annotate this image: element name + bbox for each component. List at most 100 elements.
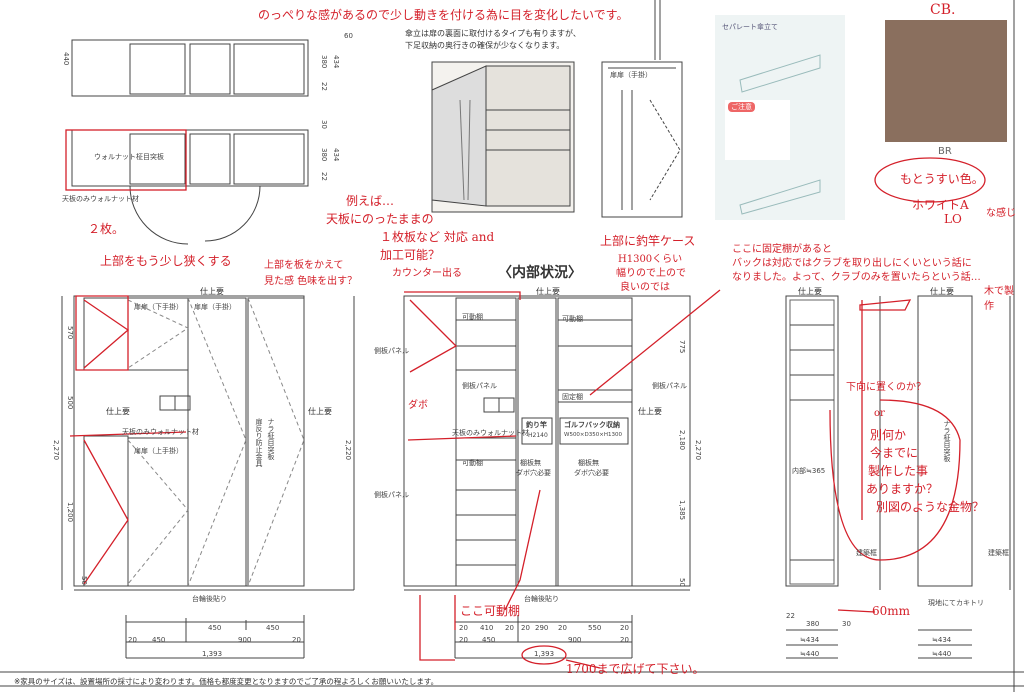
veneer-label: ナラ柾目突板	[267, 418, 275, 460]
handwritten-club-3: なりました。よって、クラブのみを置いたらという話…	[732, 272, 981, 283]
left-dim-20b: 20	[292, 636, 301, 644]
mid-dim-1385: 1,385	[678, 500, 686, 521]
left-dim-500: 500	[66, 396, 74, 410]
mid-dim-d: 20	[521, 624, 530, 632]
mid-dim-20b: 20	[620, 636, 629, 644]
handwritten-movable: ここ可動棚	[460, 604, 521, 618]
plan-dim-380: 380	[320, 55, 328, 69]
right-finish-2: 仕上要	[930, 287, 954, 296]
dowel-2: ダボ穴必要	[574, 469, 609, 477]
left-top-board: 天板のみウォルナット材	[122, 428, 199, 436]
plinth-2: 建築框	[988, 549, 1009, 557]
handwritten-or: or	[874, 408, 885, 419]
handwritten-down: 下向に置くのか？	[846, 382, 926, 393]
right-finish-1: 仕上要	[798, 287, 822, 296]
umbrella-note-1: 傘立は扉の裏面に取付けるタイプも有りますが、	[405, 29, 581, 38]
mid-dim-2270: 2,270	[694, 440, 702, 461]
left-finish-top: 仕上要	[200, 287, 224, 296]
right-dim-22: 22	[786, 612, 795, 620]
footer-note: ※家具のサイズは、設置場所の採寸により変わります。価格も都度変更となりますのでご…	[14, 677, 439, 686]
plan2-dim-380: 380	[320, 148, 328, 162]
handwritten-60mm: 60mm	[872, 604, 911, 618]
plan-top-label: 天板のみウォルナット材	[62, 195, 139, 203]
catalog-title: セパレート傘立て	[722, 23, 778, 31]
mid-dim-b: 410	[480, 624, 494, 632]
umbrella-note-2: 下足収納の奥行きの確保が少なくなります。	[405, 41, 565, 50]
right-dim-440b: ≒440	[932, 650, 952, 658]
handwritten-example: 例えば…	[346, 194, 395, 208]
left-dim-2220: 2,220	[344, 440, 352, 461]
mid-side-panel-2: 側板パネル	[462, 382, 497, 390]
handwritten-counter: カウンター出る	[392, 268, 462, 279]
handwritten-golf-1: 上部に釣竿ケース	[600, 234, 696, 248]
right-dim-434: ≒434	[800, 636, 820, 644]
mid-top-board: 天板のみウォルナット材	[452, 429, 529, 437]
door-lower-label: 扉扉（下手掛）	[134, 303, 183, 311]
mid-dim-e: 290	[535, 624, 549, 632]
dowel-1: ダボ穴必要	[516, 469, 551, 477]
mid-dim-450: 450	[482, 636, 496, 644]
mid-dim-f: 20	[558, 624, 567, 632]
mid-dim-h: 20	[620, 624, 629, 632]
left-base-label: 台輪後貼り	[192, 595, 227, 603]
mid-dim-c: 20	[505, 624, 514, 632]
handwritten-golf-3: 幅りので上ので	[616, 268, 686, 279]
mid-side-panel-1: 側板パネル	[374, 347, 409, 355]
handwritten-swatch-2: ホワイトA	[912, 198, 969, 212]
no-shelf-2: 棚板無	[578, 459, 599, 467]
handwritten-board-2: １枚板など 対応 and	[380, 230, 495, 244]
plan-dim-434: 434	[332, 55, 340, 69]
left-dim-450a: 450	[208, 624, 222, 632]
door-upper-label: 扉扉（上手掛）	[134, 447, 183, 455]
left-dim-450b: 450	[266, 624, 280, 632]
handwritten-q1: 別何か	[870, 428, 907, 442]
handwritten-top-thin: 上部をもう少し狭くする	[100, 254, 232, 268]
mid-side-panel-4: 側板パネル	[374, 491, 409, 499]
mid-fixed-shelf: 固定棚	[562, 393, 583, 401]
mid-finish-top: 仕上要	[536, 287, 560, 296]
mid-finish-right: 仕上要	[638, 407, 662, 416]
handwritten-top-thin-3: 見た感 色味を出す？	[264, 276, 358, 287]
handwritten-top-note: のっぺりな感があるので少し動きを付ける為に目を変化したいです。	[258, 8, 629, 22]
golf-label: ゴルフバック収納	[564, 421, 620, 429]
door-hand-label: 扉扉（手掛）	[194, 303, 236, 311]
plan-veneer-label: ウォルナット柾目突板	[94, 153, 164, 161]
right-dim-30: 30	[842, 620, 851, 628]
handwritten-q2: 今までに	[870, 446, 919, 460]
left-finish-right: 仕上要	[308, 407, 332, 416]
handwritten-board-1: 天板にのったままの	[326, 212, 434, 226]
handwritten-club-2: バックは対応ではクラブを取り出しにくいという話に	[732, 258, 972, 269]
handwritten-golf-4: 良いのでは	[620, 282, 670, 293]
right-veneer: ナラ柾目突板	[943, 420, 951, 462]
left-dim-450c: 450	[152, 636, 166, 644]
mid-dim-20a: 20	[459, 636, 468, 644]
right-dim-380: 380	[806, 620, 820, 628]
hardware-label: 扉反り防止金具	[255, 418, 263, 467]
golf-size: W500×D350×H1300	[564, 432, 623, 438]
mid-side-panel-3: 側板パネル	[652, 382, 687, 390]
no-shelf-1: 棚板無	[520, 459, 541, 467]
handwritten-q3: 製作した事	[868, 464, 929, 478]
rod-label: 釣り竿	[526, 421, 547, 429]
left-finish-mid: 仕上要	[106, 407, 130, 416]
handwritten-wood: 木で製作	[984, 286, 1014, 312]
plan-dim-60: 60	[344, 32, 353, 40]
handwritten-q4: ありますか？	[866, 482, 939, 496]
right-dim-434b: ≒434	[932, 636, 952, 644]
plinth-1: 建築框	[856, 549, 877, 557]
mid-dim-775: 775	[678, 340, 686, 354]
mid-dim-g: 550	[588, 624, 602, 632]
handwritten-swatch-3: LO	[944, 212, 962, 226]
mid-movable-3: 可動棚	[462, 459, 483, 467]
handwritten-extend: 1700まで広げて下さい。	[566, 662, 705, 676]
plan-dim-440: 440	[62, 52, 70, 66]
umbrella-door-label: 扉扉（手掛）	[610, 71, 652, 79]
handwritten-cb: CB.	[930, 2, 956, 18]
handwritten-swatch-1: もとうすい色。	[900, 172, 984, 186]
left-dim-570: 570	[66, 326, 74, 340]
handwritten-q5: 別図のような金物？	[876, 500, 985, 514]
left-total: 1,393	[202, 650, 223, 658]
right-dim-440: ≒440	[800, 650, 820, 658]
handwritten-two-doors: ２枚。	[88, 222, 125, 236]
